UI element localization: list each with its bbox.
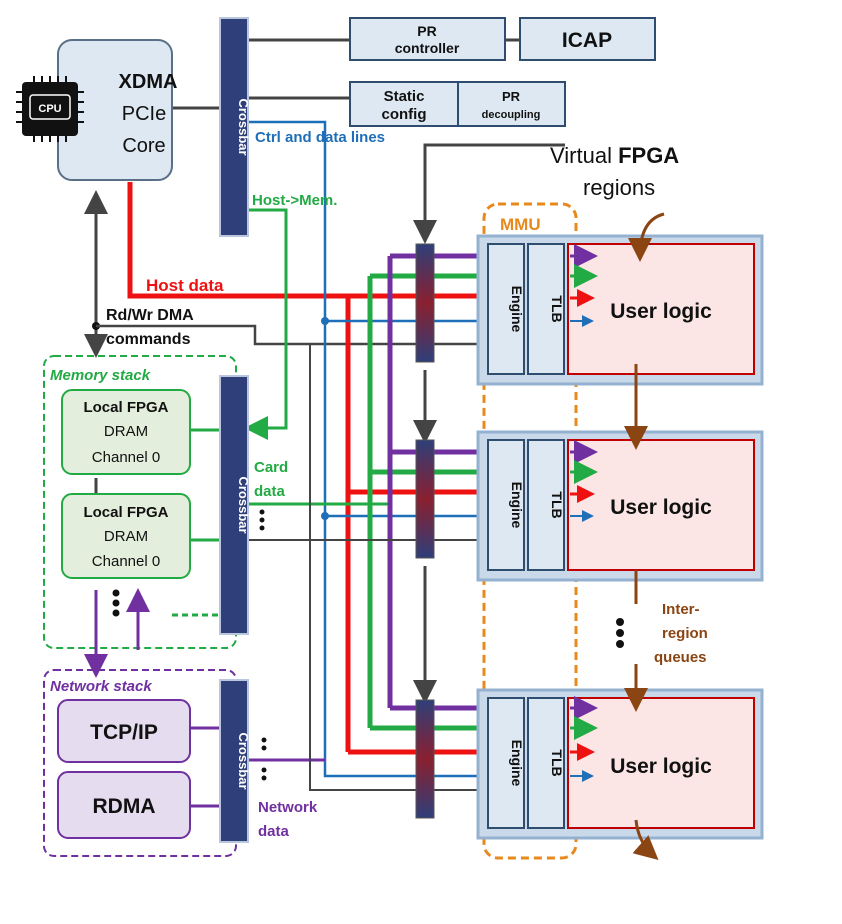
crossbar-top: Crossbar <box>219 17 251 237</box>
vfpga-region-3: Engine TLB User logic <box>476 688 764 840</box>
tcp-ip-box: TCP/IP <box>57 699 191 763</box>
user-logic-input-arrows <box>570 244 598 782</box>
inter-region-label-3: queues <box>654 649 707 666</box>
svg-text:PR: PR <box>502 89 521 104</box>
network-data-label: Network <box>258 799 318 816</box>
svg-text:Crossbar: Crossbar <box>236 98 251 155</box>
svg-text:Engine: Engine <box>509 482 525 529</box>
crossbar-memory: Crossbar <box>219 375 251 635</box>
memory-stack-title: Memory stack <box>50 367 151 384</box>
svg-text:Engine: Engine <box>509 740 525 787</box>
svg-text:Crossbar: Crossbar <box>236 732 251 789</box>
svg-text:DRAM: DRAM <box>104 528 148 545</box>
svg-text:controller: controller <box>395 40 460 56</box>
user-logic-label: User logic <box>610 300 712 323</box>
card-data-label-2: data <box>254 483 286 500</box>
cpu-icon: CPU <box>16 76 84 142</box>
static-config-box: Static config <box>349 81 459 127</box>
svg-text:Channel 0: Channel 0 <box>92 553 160 570</box>
network-stack-title: Network stack <box>50 678 152 695</box>
svg-text:PR: PR <box>417 23 436 39</box>
svg-text:TLB: TLB <box>549 749 565 776</box>
pr-controller-box: PR controller <box>349 17 506 61</box>
svg-text:Engine: Engine <box>509 286 525 333</box>
commands-label: commands <box>106 331 191 348</box>
vfpga-region-1: Engine TLB User logic <box>476 234 764 386</box>
user-logic-label: User logic <box>610 496 712 519</box>
card-data-label: Card <box>254 459 288 476</box>
svg-text:Local FPGA: Local FPGA <box>83 504 168 521</box>
svg-text:TCP/IP: TCP/IP <box>90 721 158 744</box>
vfpga-region-2: Engine TLB User logic <box>476 430 764 582</box>
svg-text:config: config <box>382 106 427 123</box>
dram-channel-2: Local FPGA DRAM Channel 0 <box>61 493 191 579</box>
ellipsis-dots <box>112 509 624 781</box>
inter-region-label: Inter- <box>662 601 700 618</box>
region-mux-1 <box>415 243 435 363</box>
inter-region-label-2: region <box>662 625 708 642</box>
dram-channel-1: Local FPGA DRAM Channel 0 <box>61 389 191 475</box>
svg-text:Static: Static <box>384 88 425 105</box>
user-logic-label: User logic <box>610 755 712 778</box>
xdma-core: Core <box>122 135 165 157</box>
svg-text:TLB: TLB <box>549 295 565 322</box>
crossbar-network: Crossbar <box>219 679 251 843</box>
inter-region-queue-arrows <box>624 212 665 860</box>
rdwr-dma-label: Rd/Wr DMA <box>106 307 194 324</box>
xdma-title: XDMA <box>119 71 178 93</box>
svg-text:RDMA: RDMA <box>93 795 156 818</box>
svg-text:Channel 0: Channel 0 <box>92 449 160 466</box>
pr-decoupling-box: PR decoupling <box>457 81 566 127</box>
rdma-box: RDMA <box>57 771 191 839</box>
network-data-label-2: data <box>258 823 290 840</box>
svg-text:decoupling: decoupling <box>482 109 541 121</box>
icap-box: ICAP <box>519 17 656 61</box>
cpu-label: CPU <box>38 103 61 115</box>
svg-text:Local FPGA: Local FPGA <box>83 399 168 416</box>
svg-text:Crossbar: Crossbar <box>236 476 251 533</box>
svg-text:DRAM: DRAM <box>104 423 148 440</box>
xdma-pcie: PCIe <box>122 103 166 125</box>
host-data-label: Host data <box>146 276 224 295</box>
virtual-fpga-regions-label: Virtual FPGA <box>550 143 679 168</box>
region-mux-3 <box>415 699 435 819</box>
svg-text:ICAP: ICAP <box>562 29 612 52</box>
ctrl-data-lines-label: Ctrl and data lines <box>255 129 385 146</box>
mmu-label: MMU <box>500 215 541 234</box>
svg-text:TLB: TLB <box>549 491 565 518</box>
host-mem-label: Host->Mem. <box>252 192 337 209</box>
regions-label: regions <box>583 175 655 200</box>
region-mux-2 <box>415 439 435 559</box>
xdma-pcie-core: XDMA PCIe Core <box>57 39 178 181</box>
